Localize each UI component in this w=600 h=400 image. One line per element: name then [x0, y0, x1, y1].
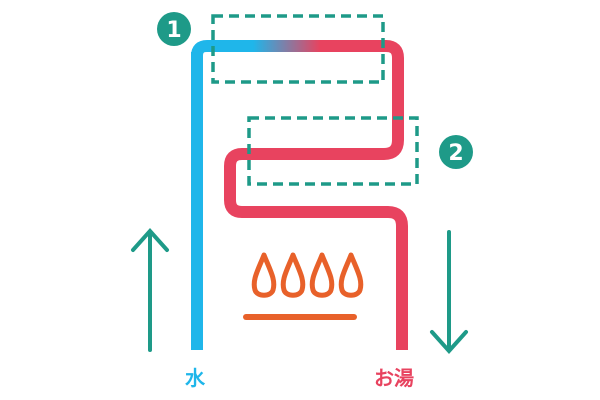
heat-exchanger-zone-1	[211, 14, 385, 84]
badge-1-number: 1	[166, 18, 181, 43]
flame-2	[280, 252, 306, 298]
flame-4	[338, 252, 364, 298]
flame-icon	[251, 252, 364, 298]
badge-1: 1	[157, 12, 191, 46]
badge-2: 2	[439, 135, 473, 169]
water-in-label: 水	[185, 366, 205, 390]
badge-2-number: 2	[448, 141, 463, 166]
flame-3	[309, 252, 335, 298]
arrow-down-icon	[430, 230, 468, 354]
arrow-up-icon	[131, 228, 169, 352]
hot-water-pipe	[224, 100, 408, 350]
flame-1	[251, 252, 277, 298]
heat-exchanger-top-pipe	[191, 40, 404, 104]
hot-water-out-label: お湯	[374, 366, 414, 390]
heat-exchanger-zone-2	[247, 116, 419, 186]
